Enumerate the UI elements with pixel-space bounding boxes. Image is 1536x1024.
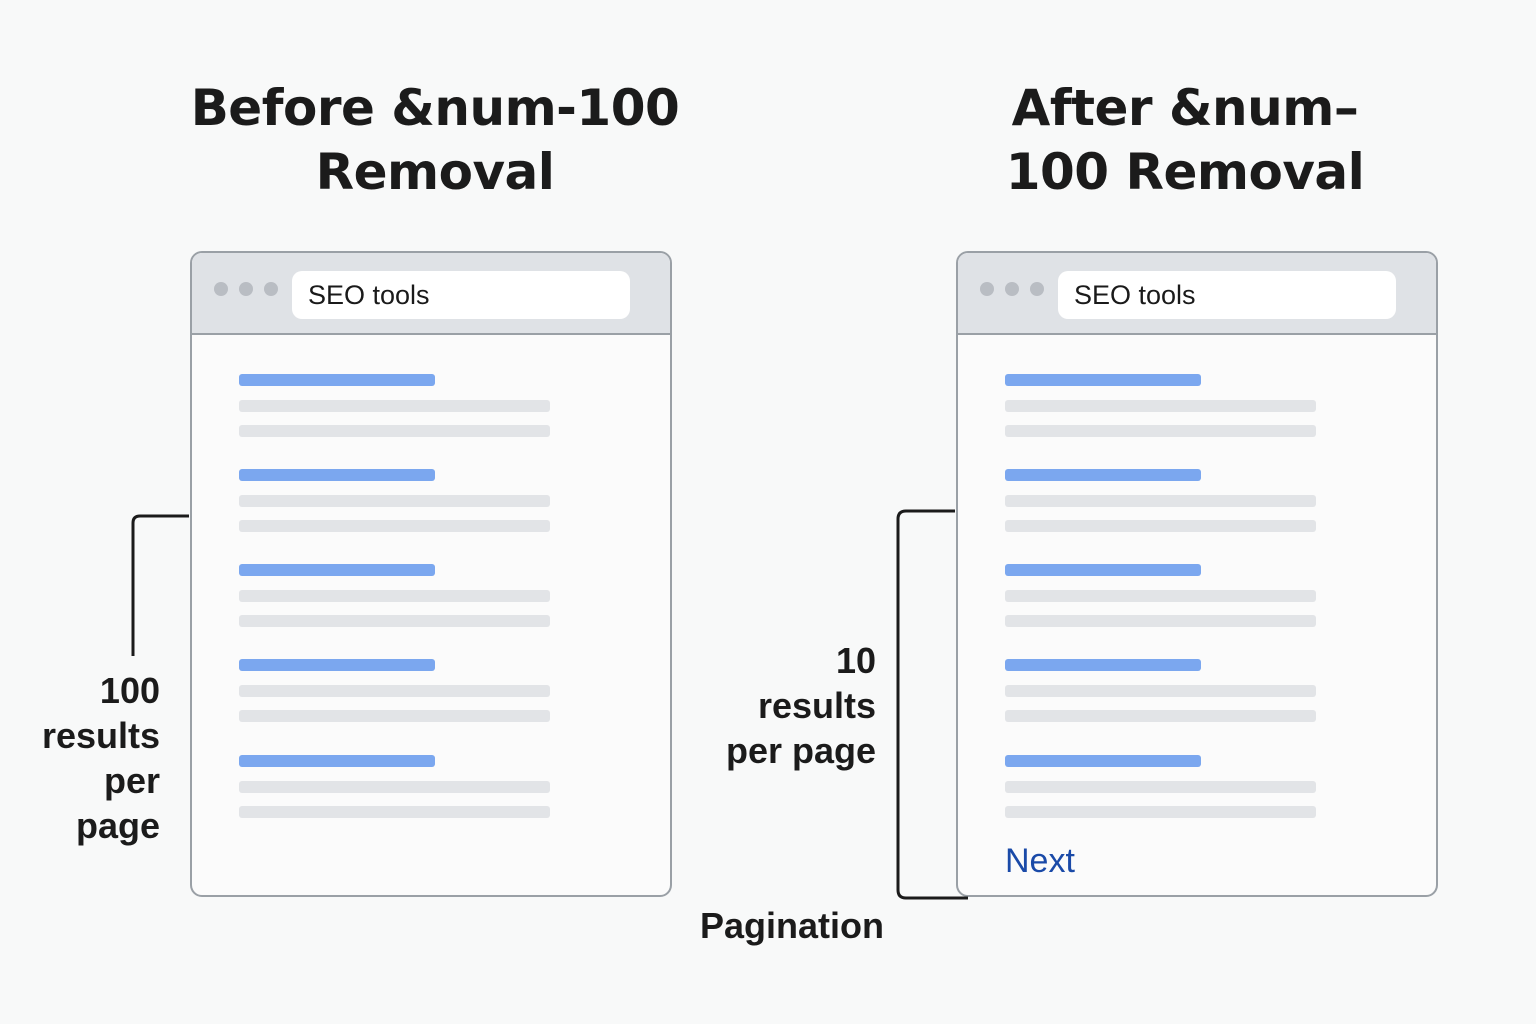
result-snippet-placeholder [239,520,550,532]
result-title-placeholder[interactable] [239,659,435,671]
pagination-label: Pagination [700,905,885,946]
result-title-placeholder[interactable] [239,564,435,576]
result-snippet-placeholder [1005,400,1316,412]
window-dot-icon [1030,282,1044,296]
search-result[interactable] [239,564,551,627]
search-result[interactable] [1005,659,1317,722]
result-snippet-placeholder [239,781,550,793]
result-snippet-placeholder [1005,615,1316,627]
search-bar[interactable]: SEO tools [292,271,630,319]
result-title-placeholder[interactable] [1005,374,1201,386]
left-bracket-line [131,514,189,656]
before-browser-window: SEO tools [190,251,672,897]
search-result[interactable] [239,374,551,437]
result-snippet-placeholder [239,615,550,627]
after-browser-window: SEO tools Next [956,251,1438,897]
result-title-placeholder[interactable] [239,755,435,767]
result-snippet-placeholder [239,806,550,818]
window-dot-icon [1005,282,1019,296]
after-title: After &num– 100 Removal [1005,79,1365,201]
result-snippet-placeholder [239,400,550,412]
result-snippet-placeholder [1005,425,1316,437]
result-snippet-placeholder [1005,781,1316,793]
result-title-placeholder[interactable] [1005,659,1201,671]
window-dot-icon [264,282,278,296]
window-dot-icon [980,282,994,296]
search-result[interactable] [239,659,551,722]
after-results-label: 10 results per page [725,640,876,771]
search-result[interactable] [1005,374,1317,437]
before-results-label: 100 results per page [41,670,160,846]
search-result[interactable] [1005,755,1317,818]
result-snippet-placeholder [239,425,550,437]
result-snippet-placeholder [1005,710,1316,722]
search-result[interactable] [1005,564,1317,627]
result-snippet-placeholder [239,685,550,697]
result-snippet-placeholder [239,495,550,507]
search-result[interactable] [239,469,551,532]
browser-toolbar: SEO tools [958,253,1436,335]
result-title-placeholder[interactable] [239,469,435,481]
result-snippet-placeholder [1005,806,1316,818]
result-title-placeholder[interactable] [1005,564,1201,576]
result-snippet-placeholder [239,710,550,722]
result-snippet-placeholder [1005,520,1316,532]
result-title-placeholder[interactable] [239,374,435,386]
result-snippet-placeholder [1005,590,1316,602]
result-snippet-placeholder [239,590,550,602]
search-result[interactable] [1005,469,1317,532]
search-bar[interactable]: SEO tools [1058,271,1396,319]
next-page-link[interactable]: Next [1005,842,1075,880]
before-title: Before &num-100 Removal [190,79,680,201]
window-dot-icon [214,282,228,296]
result-snippet-placeholder [1005,495,1316,507]
result-snippet-placeholder [1005,685,1316,697]
browser-toolbar: SEO tools [192,253,670,335]
search-result[interactable] [239,755,551,818]
window-dot-icon [239,282,253,296]
result-title-placeholder[interactable] [1005,755,1201,767]
result-title-placeholder[interactable] [1005,469,1201,481]
